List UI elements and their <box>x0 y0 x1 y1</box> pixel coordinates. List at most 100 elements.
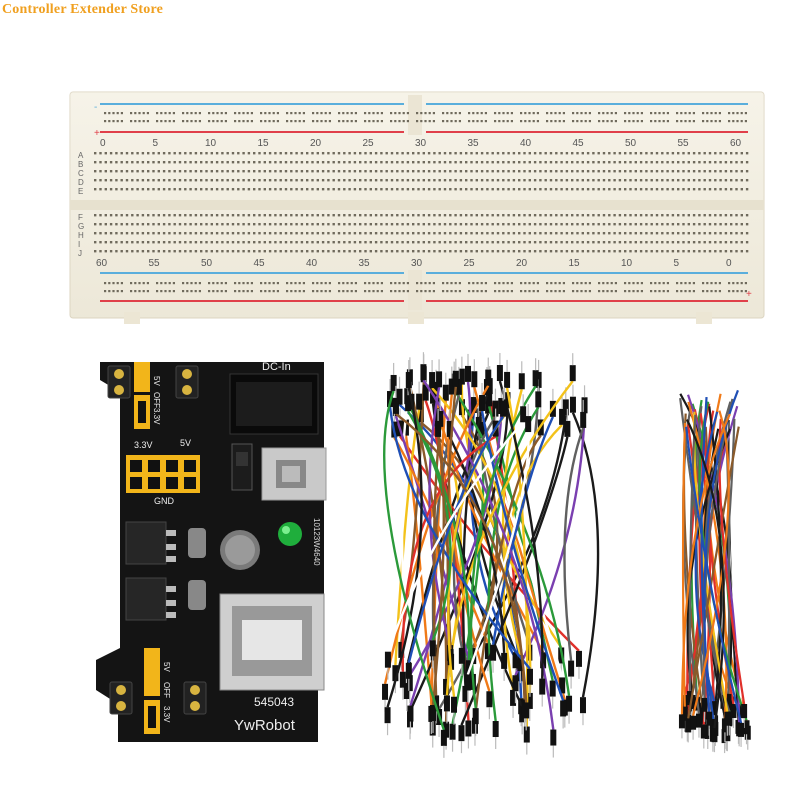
jumper-cap <box>144 648 160 696</box>
wire-connector <box>532 370 539 387</box>
wire-connector <box>695 713 702 728</box>
column-number: 5 <box>674 258 680 269</box>
jumper-wire <box>680 413 731 715</box>
wire-connector <box>518 373 525 390</box>
wire-connector <box>382 683 389 700</box>
svg-text:10123W4640: 10123W4640 <box>312 518 321 566</box>
wire-connector <box>569 365 576 382</box>
wire-connector <box>501 652 508 669</box>
wire-connector <box>566 695 573 712</box>
row-letter: D <box>78 178 84 187</box>
wire-connector <box>436 371 443 388</box>
row-letter: E <box>78 187 83 196</box>
wire-connector <box>539 678 546 695</box>
wire-connector <box>526 668 533 685</box>
wire-connector <box>471 717 478 734</box>
jumper-wire <box>692 410 730 717</box>
column-number: 30 <box>411 258 423 269</box>
wire-connector <box>433 408 440 425</box>
wire-connector <box>681 706 688 721</box>
wire-connector <box>390 374 397 391</box>
row-letter: I <box>78 240 80 249</box>
wire-connector <box>523 726 530 743</box>
column-number: 55 <box>149 258 161 269</box>
jumper-wires-short <box>678 389 751 754</box>
wire-connector <box>443 721 450 738</box>
column-number: 60 <box>730 138 742 149</box>
column-number: 15 <box>258 138 270 149</box>
wire-connector <box>685 718 692 733</box>
wire-connector <box>738 704 745 719</box>
column-number: 40 <box>306 258 318 269</box>
jumper-wire <box>685 418 725 729</box>
wire-connector <box>704 724 711 739</box>
wire-connector <box>580 411 587 428</box>
jumper-wire <box>461 394 489 686</box>
row-letter: A <box>78 151 84 160</box>
wire-connector <box>510 689 517 706</box>
wire-connector <box>690 715 697 730</box>
wire-connector <box>700 724 707 739</box>
column-number: 45 <box>254 258 266 269</box>
column-number: 35 <box>359 258 371 269</box>
jumper-wire <box>498 380 544 679</box>
wire-connector <box>711 701 718 716</box>
jumper-wire <box>487 406 540 722</box>
wire-connector <box>406 675 413 692</box>
wire-connector <box>520 406 527 423</box>
wire-connector <box>512 675 519 692</box>
jumper-wire <box>388 406 531 670</box>
jumper-wire <box>563 427 585 661</box>
jumper-wire <box>401 435 497 672</box>
column-number: 25 <box>363 138 375 149</box>
svg-text:3.3V: 3.3V <box>162 706 171 723</box>
svg-text:5V: 5V <box>152 376 161 386</box>
jumper-wire <box>480 410 565 701</box>
store-watermark: Controller Extender Store <box>2 2 164 17</box>
column-number: 50 <box>201 258 213 269</box>
jumper-wire <box>460 414 499 649</box>
wire-connector <box>504 371 511 388</box>
svg-text:545043: 545043 <box>254 695 294 709</box>
wire-connector <box>711 728 718 743</box>
wire-connector <box>405 662 412 679</box>
header-pins <box>126 455 200 493</box>
row-letter: H <box>78 231 84 240</box>
column-number: 55 <box>678 138 690 149</box>
wire-connector <box>678 714 685 729</box>
wire-connector <box>517 655 524 672</box>
jumper-wire <box>466 431 530 675</box>
column-number: 60 <box>96 258 108 269</box>
column-number: 0 <box>726 258 732 269</box>
wire-connector <box>724 711 731 726</box>
wire-connector <box>470 397 477 414</box>
wire-connector <box>472 708 479 725</box>
svg-text:DC-In: DC-In <box>262 361 291 373</box>
wire-connector <box>429 372 436 389</box>
wire-connector <box>407 705 414 722</box>
plus-mark: + <box>94 128 100 139</box>
wire-connector <box>458 725 465 742</box>
wire-connector <box>730 704 737 719</box>
wire-connector <box>446 420 453 437</box>
jumper-cap <box>134 362 150 392</box>
wire-connector <box>479 394 486 411</box>
column-number: 35 <box>468 138 480 149</box>
jumper-wire <box>718 418 746 705</box>
wire-connector <box>416 393 423 410</box>
wire-connector <box>496 365 503 382</box>
row-letter: B <box>78 160 83 169</box>
wire-connector <box>451 696 458 713</box>
wire-connector <box>384 707 391 724</box>
wire-connector <box>720 694 727 709</box>
wire-connector <box>559 677 566 694</box>
jumper-wire <box>383 390 446 731</box>
wire-connector <box>559 408 566 425</box>
wire-connector <box>384 651 391 668</box>
wire-connector <box>452 370 459 387</box>
wire-connector <box>581 397 588 414</box>
wire-connector <box>535 391 542 408</box>
wire-connector <box>449 723 456 740</box>
